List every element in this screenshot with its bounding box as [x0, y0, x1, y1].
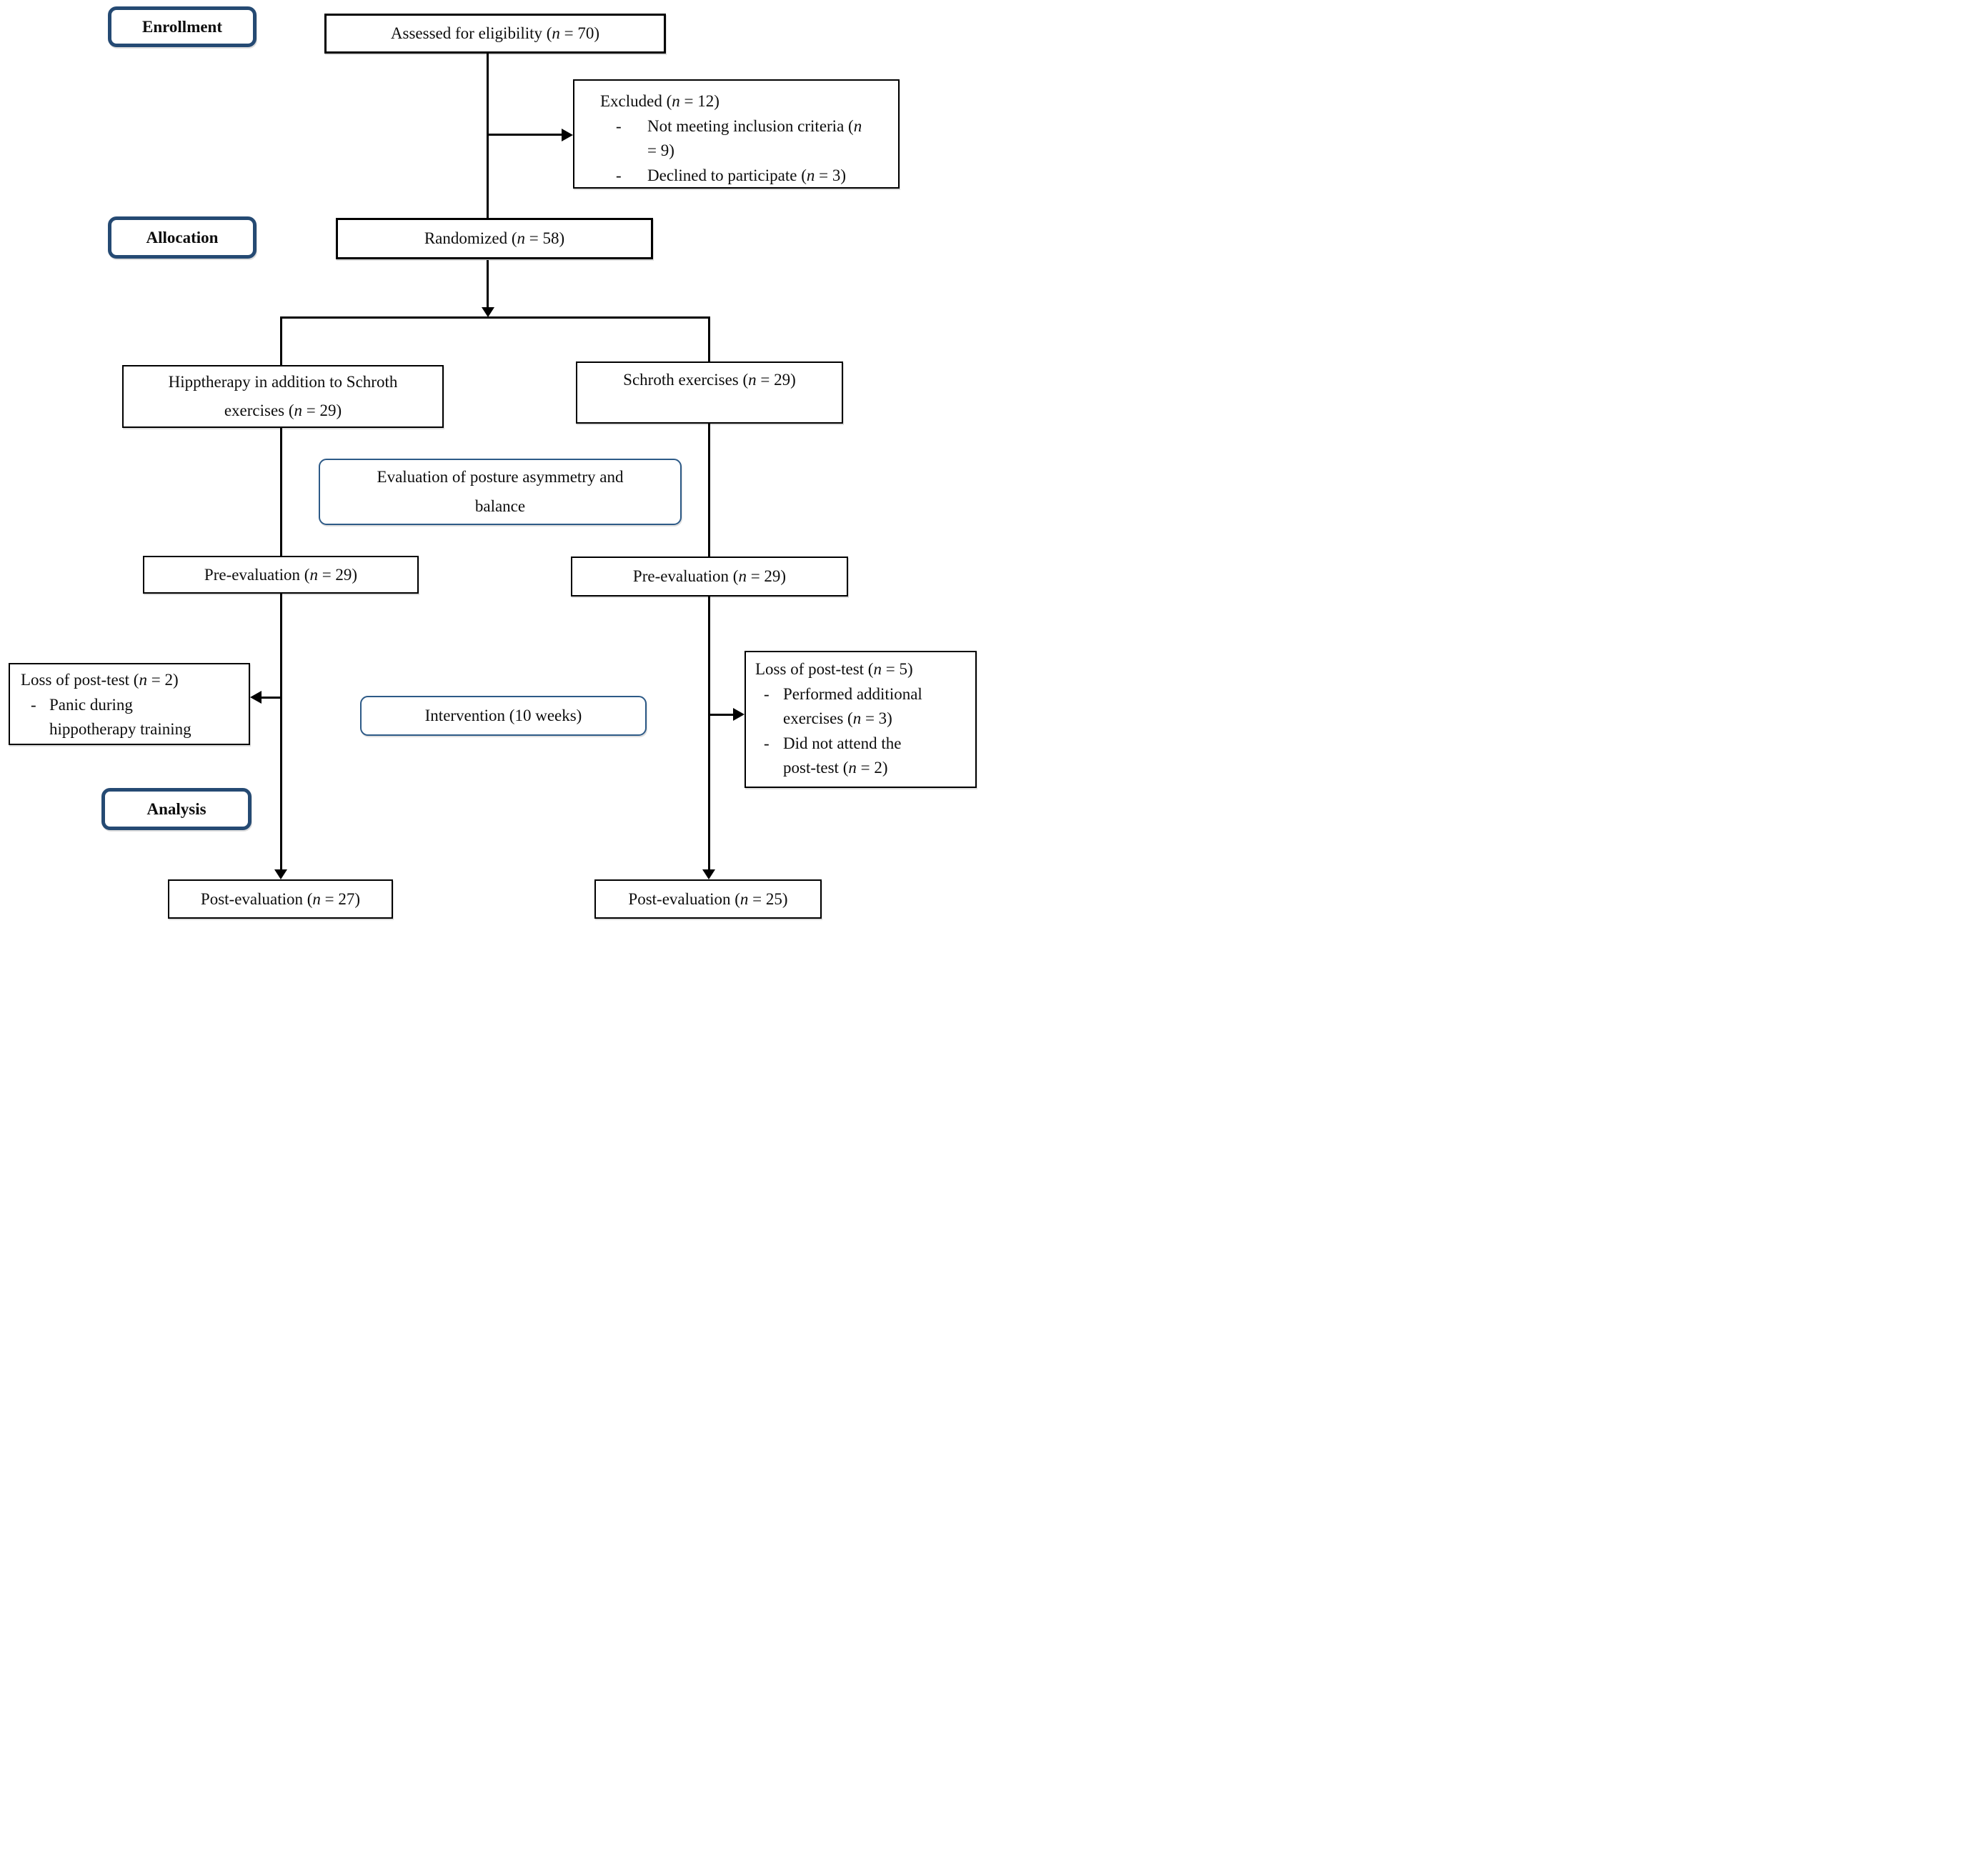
intervention-pill: Intervention (10 weeks) — [360, 696, 647, 736]
bullet-marker: - — [616, 166, 622, 184]
connector-left-pre-to-post — [280, 593, 282, 870]
assessed-box: Assessed for eligibility (n = 70) — [324, 14, 666, 54]
excluded-item-2: Declined to participate (n = 3) — [647, 166, 847, 184]
assessed-label: Assessed for eligibility (n = 70) — [390, 24, 600, 43]
loss-right-item-2: Did not attend the post-test (n = 2) — [783, 734, 902, 777]
loss-right-box: Loss of post-test (n = 5) - Performed ad… — [745, 651, 977, 788]
connector-left-group-to-pre — [280, 427, 282, 557]
loss-right-item-1: Performed additional exercises (n = 3) — [783, 684, 922, 728]
stage-allocation-box: Allocation — [108, 216, 257, 259]
bullet-marker: - — [764, 734, 770, 752]
arrowhead-excluded-icon — [562, 129, 573, 141]
arrowhead-post-left-icon — [274, 869, 287, 879]
randomized-box: Randomized (n = 58) — [336, 218, 653, 259]
randomized-label: Randomized (n = 58) — [424, 229, 565, 248]
intervention-label: Intervention (10 weeks) — [424, 706, 582, 724]
pre-evaluation-left-label: Pre-evaluation (n = 29) — [204, 565, 358, 584]
post-evaluation-left-label: Post-evaluation (n = 27) — [200, 889, 361, 908]
post-evaluation-right-label: Post-evaluation (n = 25) — [628, 889, 788, 908]
bullet-marker: - — [764, 684, 770, 703]
post-evaluation-right-box: Post-evaluation (n = 25) — [594, 879, 822, 919]
connector-right-group-to-pre — [708, 423, 710, 557]
loss-left-title: Loss of post-test (n = 2) — [21, 671, 179, 689]
connector-to-excluded — [488, 134, 562, 136]
arrowhead-loss-left-icon — [250, 691, 262, 704]
loss-left-box: Loss of post-test (n = 2) - Panic during… — [9, 663, 250, 745]
pre-evaluation-right-box: Pre-evaluation (n = 29) — [571, 557, 848, 597]
consort-flow-diagram: Enrollment Allocation Analysis Assessed … — [0, 0, 981, 938]
stage-allocation-label: Allocation — [146, 228, 219, 246]
connector-split-left — [280, 316, 282, 365]
bullet-marker: - — [31, 695, 36, 714]
arrowhead-post-right-icon — [702, 869, 715, 879]
arrowhead-split-icon — [482, 307, 494, 317]
group-hippotherapy-box: Hipptherapy in addition to Schroth exerc… — [122, 365, 444, 428]
stage-analysis-label: Analysis — [146, 799, 206, 818]
connector-split-horizontal — [280, 316, 709, 319]
connector-split-right — [708, 316, 710, 361]
post-evaluation-left-box: Post-evaluation (n = 27) — [168, 879, 393, 919]
group-hippotherapy-label: Hipptherapy in addition to Schroth exerc… — [168, 373, 398, 419]
excluded-item-1: Not meeting inclusion criteria (n = 9) — [647, 116, 862, 160]
evaluation-pill: Evaluation of posture asymmetry and bala… — [319, 459, 682, 525]
bullet-marker: - — [616, 116, 622, 135]
group-schroth-box: Schroth exercises (n = 29) — [576, 361, 843, 424]
connector-to-loss-left — [262, 697, 282, 699]
loss-right-title: Loss of post-test (n = 5) — [755, 660, 913, 678]
stage-analysis-box: Analysis — [101, 788, 252, 830]
loss-left-item-1: Panic during hippotherapy training — [49, 695, 191, 739]
evaluation-label: Evaluation of posture asymmetry and bala… — [377, 468, 624, 515]
connector-to-loss-right — [709, 714, 733, 716]
connector-right-pre-to-post — [708, 596, 710, 870]
connector-randomized-to-split — [487, 260, 489, 307]
arrowhead-loss-right-icon — [733, 708, 745, 721]
connector-assessed-to-randomized — [487, 54, 489, 218]
pre-evaluation-right-label: Pre-evaluation (n = 29) — [632, 567, 787, 586]
excluded-title: Excluded (n = 12) — [600, 92, 719, 110]
excluded-box: Excluded (n = 12) - Not meeting inclusio… — [573, 79, 900, 189]
stage-enrollment-box: Enrollment — [108, 6, 257, 47]
pre-evaluation-left-box: Pre-evaluation (n = 29) — [143, 556, 419, 594]
group-schroth-label: Schroth exercises (n = 29) — [623, 371, 796, 389]
stage-enrollment-label: Enrollment — [141, 17, 223, 36]
